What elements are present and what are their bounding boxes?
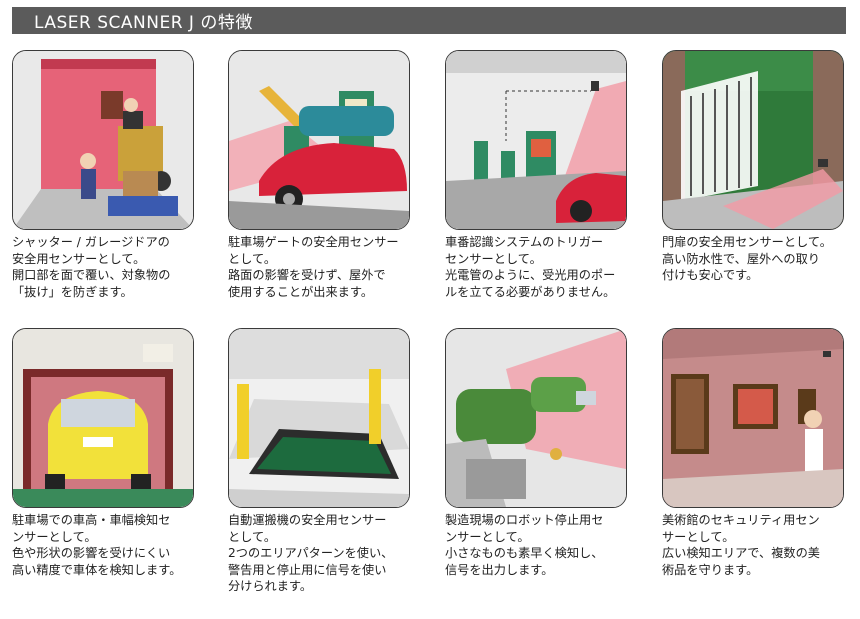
illustration-museum (662, 328, 844, 508)
feature-card-plate-recognition: 車番認識システムのトリガー センサーとして。 光電管のように、受光用のポー ルを… (445, 50, 627, 300)
feature-card-parking-gate: 駐車場ゲートの安全用センサー として。 路面の影響を受けず、屋外で 使用すること… (228, 50, 410, 300)
feature-description: 駐車場ゲートの安全用センサー として。 路面の影響を受けず、屋外で 使用すること… (228, 235, 399, 299)
illustration-gate-door (662, 50, 844, 230)
feature-card-shutter: シャッター / ガレージドアの 安全用センサーとして。 開口部を面で覆い、対象物… (12, 50, 194, 300)
illustration-robot (445, 328, 627, 508)
feature-description: 製造現場のロボット停止用セ ンサーとして。 小さなものも素早く検知し、 信号を出… (445, 513, 604, 577)
feature-description: シャッター / ガレージドアの 安全用センサーとして。 開口部を面で覆い、対象物… (12, 235, 171, 299)
feature-description: 車番認識システムのトリガー センサーとして。 光電管のように、受光用のポー ルを… (445, 235, 616, 299)
feature-card-vehicle-size: 駐車場での車高・車幅検知セ ンサーとして。 色や形状の影響を受けにくい 高い精度… (12, 328, 194, 578)
section-header: LASER SCANNER J の特徴 (12, 7, 846, 34)
feature-card-gate-door: 門扉の安全用センサーとして。 高い防水性で、屋外への取り 付けも安心です。 (662, 50, 844, 284)
section-title: LASER SCANNER J の特徴 (34, 13, 253, 33)
illustration-parking-gate (228, 50, 410, 230)
feature-description: 美術館のセキュリティ用セン サーとして。 広い検知エリアで、複数の美 術品を守り… (662, 513, 820, 577)
feature-card-museum: 美術館のセキュリティ用セン サーとして。 広い検知エリアで、複数の美 術品を守り… (662, 328, 844, 578)
illustration-plate-recognition (445, 50, 627, 230)
feature-card-agv: 自動運搬機の安全用センサー として。 2つのエリアパターンを使い、 警告用と停止… (228, 328, 410, 595)
illustration-shutter (12, 50, 194, 230)
illustration-agv (228, 328, 410, 508)
feature-description: 駐車場での車高・車幅検知セ ンサーとして。 色や形状の影響を受けにくい 高い精度… (12, 513, 182, 577)
illustration-vehicle-size (12, 328, 194, 508)
feature-card-robot: 製造現場のロボット停止用セ ンサーとして。 小さなものも素早く検知し、 信号を出… (445, 328, 627, 578)
feature-description: 自動運搬機の安全用センサー として。 2つのエリアパターンを使い、 警告用と停止… (228, 513, 394, 594)
feature-description: 門扉の安全用センサーとして。 高い防水性で、屋外への取り 付けも安心です。 (662, 235, 832, 283)
